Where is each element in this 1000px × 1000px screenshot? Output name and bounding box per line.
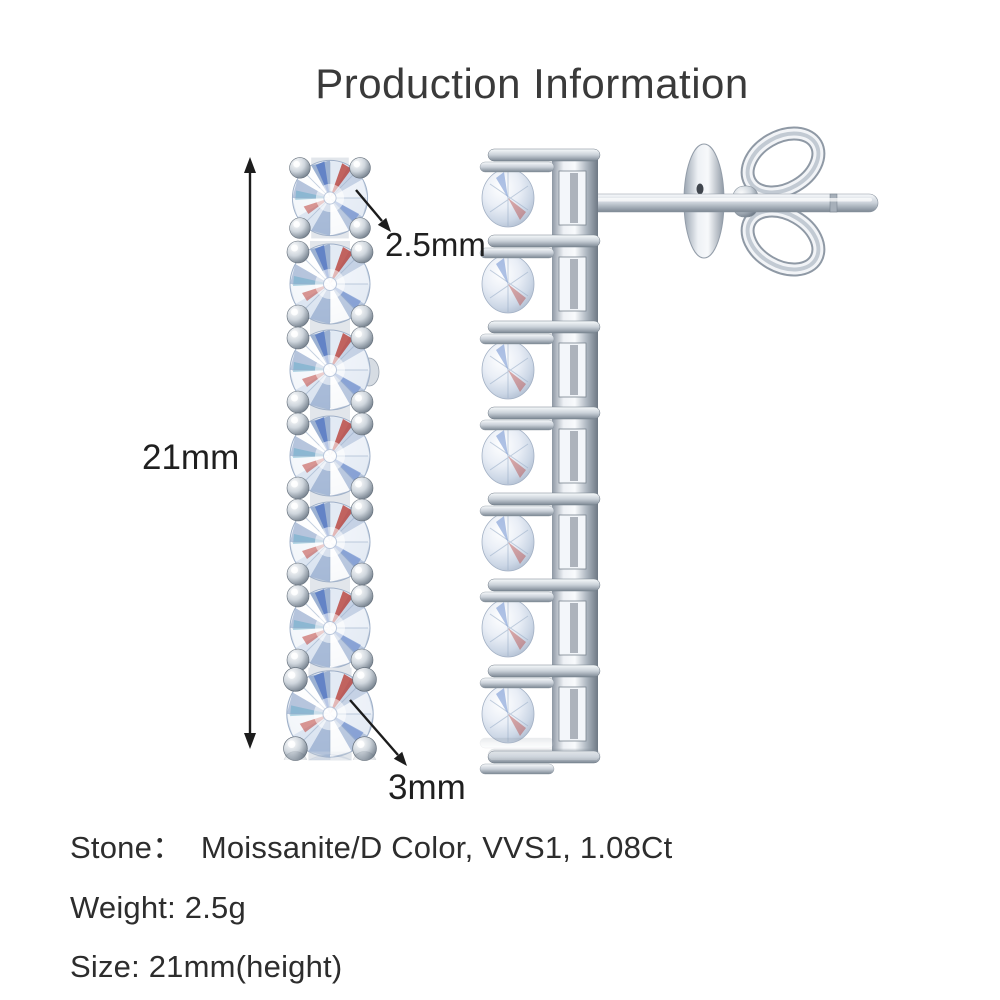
bottom-stone-measure-arrow: [349, 699, 407, 766]
spec-line-stone: Stone： Moissanite/D Color, VVS1, 1.08Ct: [70, 830, 673, 865]
earring-side-view-image: [479, 126, 879, 775]
spec-line-weight: Weight: 2.5g: [70, 890, 246, 925]
top-stone-measure-arrow: [355, 189, 391, 232]
height-measure-arrow: [244, 157, 256, 749]
page-title: Production Information: [315, 60, 749, 107]
earring-post: [574, 193, 879, 213]
side-stone-column: [479, 148, 601, 775]
top-stone-size-label: 2.5mm: [385, 226, 486, 263]
bottom-stone-size-label: 3mm: [388, 768, 466, 807]
spec-line-size: Size: 21mm(height): [70, 949, 343, 984]
product-specs: Stone： Moissanite/D Color, VVS1, 1.08Ct …: [70, 822, 672, 1000]
earrings-photo: [284, 126, 879, 775]
height-label: 21mm: [142, 438, 240, 477]
earring-front-view-image: [284, 158, 380, 761]
